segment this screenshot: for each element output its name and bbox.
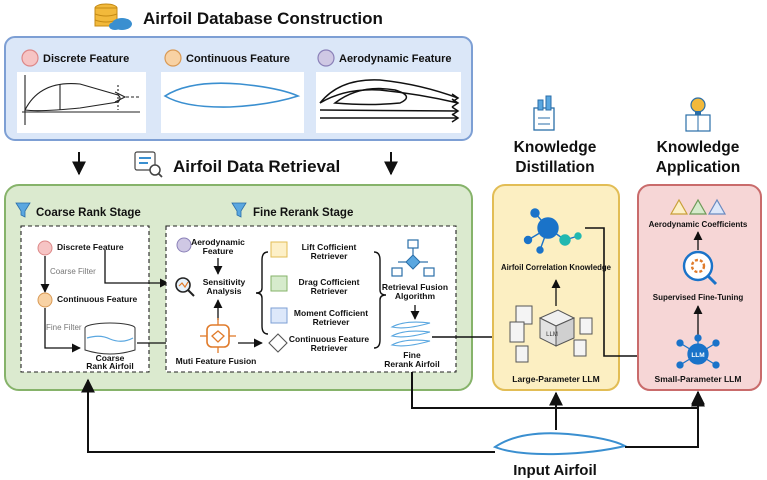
discrete-feature-image <box>17 72 146 133</box>
factory-icon <box>533 95 555 131</box>
sensitivity-l1: Sensitivity <box>203 277 246 287</box>
coarse-continuous-dot <box>37 292 53 308</box>
coarse-output-l1: Coarse <box>96 353 125 363</box>
coarse-discrete-label: Discrete Feature <box>57 242 124 252</box>
distill-title-l2: Distillation <box>515 159 594 176</box>
apply-title-l2: Application <box>656 159 740 176</box>
drag-box <box>270 275 288 292</box>
llm-tag: LLM <box>546 332 558 338</box>
coarse-output-l2: Rank Airfoil <box>86 361 133 371</box>
coarse-discrete-dot <box>37 240 53 256</box>
distill-title-l1: Knowledge <box>514 139 597 156</box>
arrow-continuous-to-db <box>44 308 81 353</box>
arrow-input-to-small-llm <box>625 390 705 448</box>
coarse-filter-label: Coarse Filter <box>50 267 96 276</box>
apply-coeffs-label: Aerodynamic Coefficients <box>649 220 748 229</box>
lightbulb-book-icon <box>685 97 711 132</box>
database-title-icon <box>94 3 132 30</box>
apply-llm-label: Small-Parameter LLM <box>655 374 742 384</box>
fusion-bracket <box>373 251 387 349</box>
arrow-rerank-to-bottom <box>411 372 705 409</box>
brain-icon <box>200 318 236 353</box>
moment-box <box>270 307 288 324</box>
apply-title-l1: Knowledge <box>657 139 740 156</box>
retriever-bracket <box>255 251 269 335</box>
drag-l2: Retriever <box>311 286 349 296</box>
drag-l1: Drag Cofficient <box>299 277 360 287</box>
input-airfoil-shape <box>492 432 628 456</box>
lift-box <box>270 241 288 258</box>
network-icon <box>523 208 582 254</box>
discrete-dot <box>21 49 39 67</box>
cont-retriever-l2: Retriever <box>311 343 349 353</box>
moment-l1: Moment Cofficient <box>294 308 368 318</box>
fine-aero-dot <box>176 237 192 253</box>
arrow-discrete-to-sensitivity <box>104 250 169 288</box>
small-llm-icon <box>676 334 720 369</box>
fine-stage-title: Fine Rerank Stage <box>253 207 353 219</box>
retrieval-title: Airfoil Data Retrieval <box>173 157 340 176</box>
fine-aero-l2: Feature <box>203 246 234 256</box>
funnel-icon <box>15 202 31 218</box>
continuous-feature-label: Continuous Feature <box>186 53 290 65</box>
llm-server-icon: LLM <box>509 305 593 363</box>
moment-l2: Retriever <box>313 317 351 327</box>
fusion-alg-l1: Retrieval Fusion <box>382 282 448 292</box>
search-icon <box>175 277 195 297</box>
input-airfoil-label: Input Airfoil <box>513 462 597 479</box>
gear-search-icon <box>682 250 718 286</box>
coarse-stage-title: Coarse Rank Stage <box>36 207 141 219</box>
small-llm-tag: LLM <box>691 352 704 359</box>
coarse-database-icon <box>84 322 136 355</box>
apply-panel <box>637 184 762 391</box>
retrieval-title-icon <box>134 151 163 178</box>
sensitivity-l2: Analysis <box>207 286 242 296</box>
aerodynamic-feature-image <box>316 72 461 133</box>
distill-llm-label: Large-Parameter LLM <box>512 374 599 384</box>
continuous-dot <box>164 49 182 67</box>
aero-dot <box>317 49 335 67</box>
continuous-retriever-diamond <box>268 333 288 353</box>
lift-l1: Lift Cofficient <box>302 242 357 252</box>
fusion-label: Muti Feature Fusion <box>176 356 257 366</box>
fine-output-l1: Fine <box>403 350 421 360</box>
continuous-airfoil-shape <box>163 82 301 108</box>
lift-l2: Retriever <box>311 251 349 261</box>
flowchart-icon <box>391 239 435 277</box>
discrete-feature-label: Discrete Feature <box>43 53 129 65</box>
continuous-feature-image <box>161 72 304 133</box>
fusion-alg-l2: Algorithm <box>395 291 436 301</box>
funnel-icon <box>231 202 247 218</box>
fine-output-l2: Rerank Airfoil <box>384 359 439 369</box>
database-title: Airfoil Database Construction <box>143 9 383 28</box>
fine-filter-label: Fine Filter <box>46 323 82 332</box>
coarse-continuous-label: Continuous Feature <box>57 294 138 304</box>
discrete-airfoil-sketch <box>22 75 140 125</box>
aerodynamic-feature-label: Aerodynamic Feature <box>339 53 451 65</box>
apply-tuning-label: Supervised Fine-Tuning <box>653 293 744 302</box>
coefficient-triangles <box>669 198 727 215</box>
cont-retriever-l1: Continuous Feature <box>289 334 370 344</box>
distill-knowledge-label: Airfoil Correlation Knowledge <box>501 263 612 272</box>
rerank-airfoils-icon <box>390 321 431 347</box>
arrow-input-to-coarse <box>81 378 495 453</box>
flow-lines-sketch <box>319 79 460 123</box>
fine-aero-l1: Aerodynamic <box>191 237 245 247</box>
